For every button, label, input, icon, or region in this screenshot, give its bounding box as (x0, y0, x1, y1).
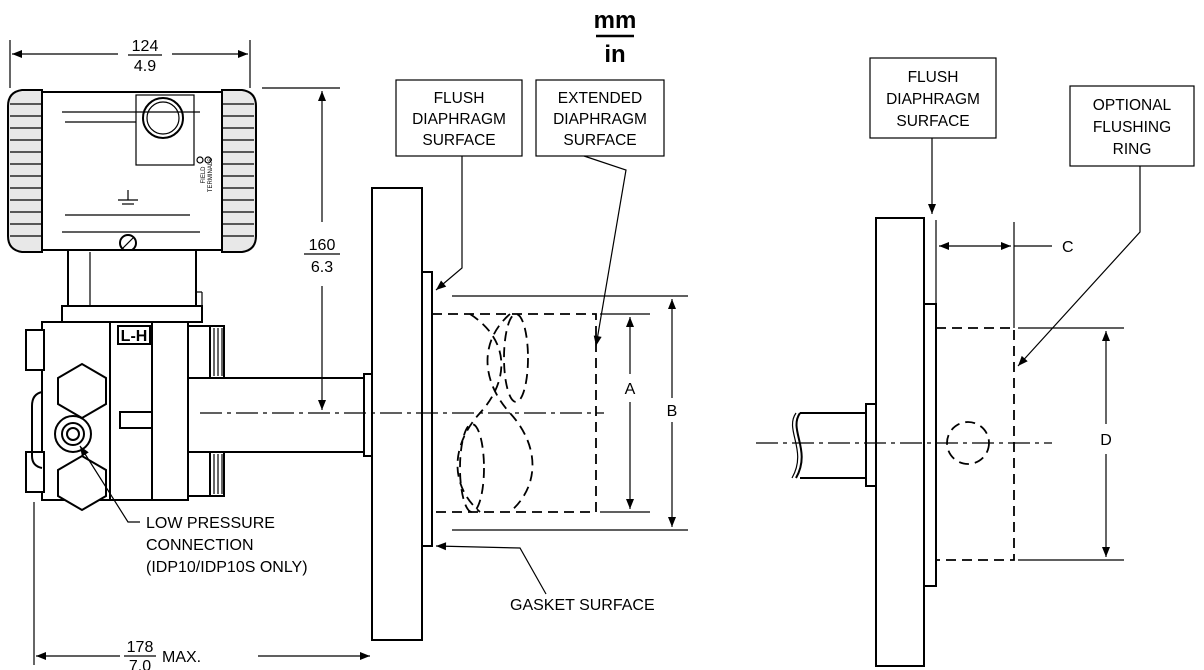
transmitter: FIELD TERMINALS L-H (7, 89, 604, 641)
right-cover-cap (221, 89, 257, 253)
svg-text:124: 124 (132, 38, 159, 55)
low-pressure-callout: LOW PRESSURE CONNECTION (IDP10/IDP10S ON… (79, 445, 308, 576)
dimension-b: B (452, 295, 688, 531)
lh-tag (117, 325, 151, 345)
svg-text:DIAPHRAGM: DIAPHRAGM (553, 111, 647, 128)
svg-text:C: C (1062, 239, 1074, 256)
low-pressure-port-icon (54, 415, 92, 453)
svg-text:LOW PRESSURE: LOW PRESSURE (146, 515, 275, 532)
units-legend: mm in (594, 7, 637, 68)
svg-text:D: D (1100, 432, 1112, 449)
svg-text:178: 178 (127, 639, 154, 656)
svg-text:B: B (667, 403, 678, 420)
process-flange (151, 321, 189, 501)
optional-flushing-ring-callout: OPTIONAL FLUSHING RING (1017, 85, 1195, 367)
svg-text:OPTIONAL: OPTIONAL (1093, 97, 1172, 114)
svg-text:SURFACE: SURFACE (422, 132, 495, 149)
extended-diaphragm-outline (432, 313, 597, 513)
electronics-housing (41, 91, 223, 251)
pipe-stub (800, 412, 867, 479)
svg-text:GASKET SURFACE: GASKET SURFACE (510, 597, 655, 614)
housing-neck (67, 249, 197, 307)
svg-text:160: 160 (309, 237, 336, 254)
flushing-ring-outline (936, 327, 1015, 561)
display-window (135, 94, 195, 166)
mounting-flange (371, 187, 423, 641)
dimension-c: C (939, 239, 1074, 256)
svg-text:(IDP10/IDP10S ONLY): (IDP10/IDP10S ONLY) (146, 559, 308, 576)
svg-text:A: A (625, 381, 636, 398)
svg-text:DIAPHRAGM: DIAPHRAGM (886, 91, 980, 108)
svg-text:TERMINALS: TERMINALS (208, 158, 214, 192)
svg-text:MAX.: MAX. (162, 649, 201, 666)
svg-text:FIELD: FIELD (201, 166, 207, 184)
dimension-d: D (1018, 327, 1124, 561)
flush-diaphragm (421, 271, 433, 547)
dimension-length: 178 7.0 MAX. (33, 502, 370, 670)
svg-text:SURFACE: SURFACE (896, 113, 969, 130)
ground-icon (118, 190, 138, 205)
extension-pipe (187, 377, 365, 453)
flushing-ring-view (756, 217, 1052, 667)
flange-right (875, 217, 925, 667)
upper-hex-fitting (57, 362, 107, 420)
svg-text:7.0: 7.0 (129, 658, 151, 670)
svg-text:FLUSHING: FLUSHING (1093, 119, 1171, 136)
gasket-surface-callout: GASKET SURFACE (435, 542, 655, 614)
dimension-width: 124 4.9 (9, 38, 251, 88)
diaphragm-right (923, 303, 937, 587)
svg-text:RING: RING (1113, 141, 1152, 158)
svg-text:FLUSH: FLUSH (434, 90, 485, 107)
lh-tag-text: L-H (121, 328, 148, 345)
left-cover-cap (7, 89, 43, 253)
dimension-height: 160 6.3 (262, 87, 340, 410)
svg-text:FLUSH: FLUSH (908, 69, 959, 86)
svg-text:DIAPHRAGM: DIAPHRAGM (412, 111, 506, 128)
dimension-a: A (600, 313, 650, 513)
units-bottom: in (604, 41, 625, 68)
svg-text:EXTENDED: EXTENDED (558, 90, 642, 107)
units-top: mm (594, 7, 637, 34)
field-terminals-label: FIELD TERMINALS (201, 158, 214, 192)
svg-text:SURFACE: SURFACE (563, 132, 636, 149)
flush-diaphragm-callout-left: FLUSH DIAPHRAGM SURFACE (395, 79, 523, 291)
svg-text:CONNECTION: CONNECTION (146, 537, 254, 554)
extended-diaphragm-callout: EXTENDED DIAPHRAGM SURFACE (535, 79, 665, 347)
display-circle-icon (142, 97, 184, 139)
svg-text:6.3: 6.3 (311, 259, 333, 276)
flush-diaphragm-callout-right: FLUSH DIAPHRAGM SURFACE (869, 57, 997, 304)
svg-text:4.9: 4.9 (134, 58, 156, 75)
